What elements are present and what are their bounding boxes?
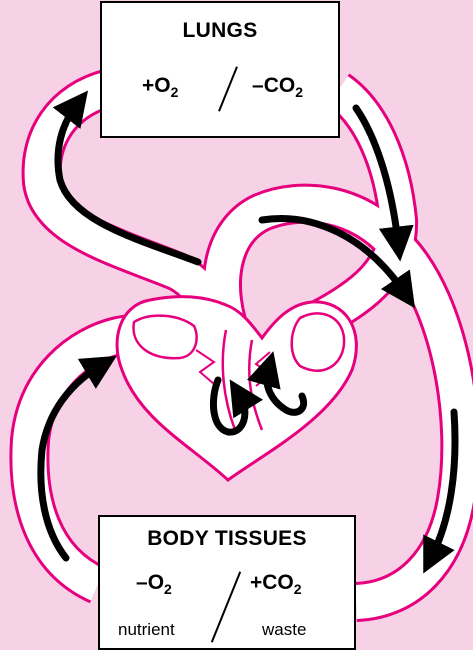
heart-outline-icon	[117, 297, 356, 480]
body-oxygen-formula: –O2	[136, 571, 172, 597]
lungs-divider-slash	[218, 66, 238, 111]
body-co2-formula: +CO2	[250, 571, 302, 597]
body-divider-slash	[211, 571, 241, 642]
lungs-co2-formula: –CO2	[252, 74, 303, 100]
lungs-oxygen-formula: +O2	[142, 74, 178, 100]
body-tissues-box: BODY TISSUES –O2 +CO2 nutrient waste	[98, 515, 356, 650]
lungs-title: LUNGS	[102, 19, 338, 43]
heart	[117, 297, 356, 480]
nutrient-label: nutrient	[118, 620, 175, 640]
lungs-box: LUNGS +O2 –CO2	[100, 1, 340, 138]
waste-label: waste	[262, 620, 306, 640]
body-tissues-title: BODY TISSUES	[100, 527, 354, 551]
